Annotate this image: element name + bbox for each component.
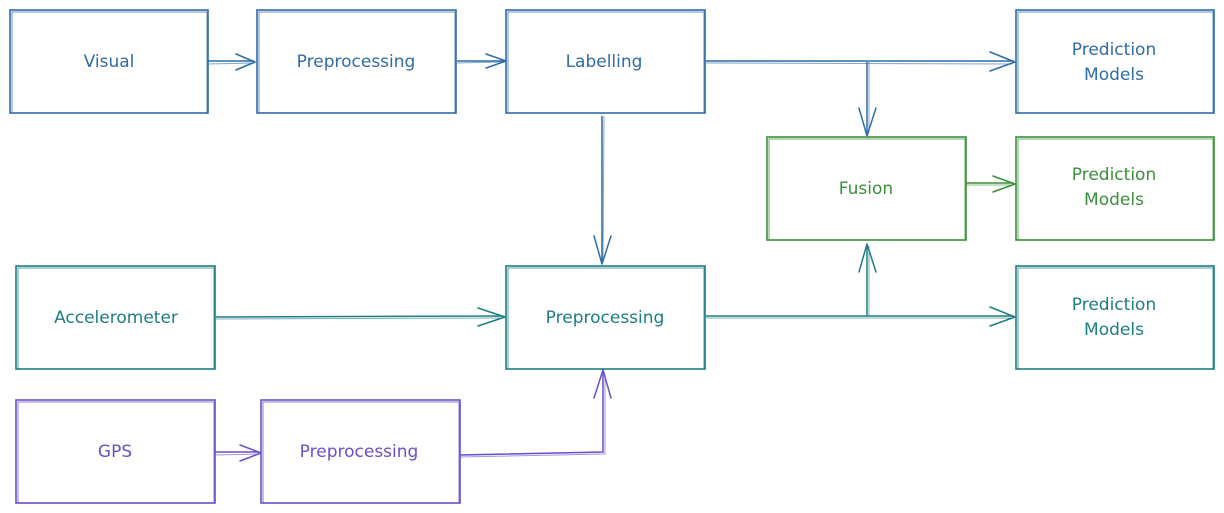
node-visual-preprocessing-label: Preprocessing xyxy=(297,52,416,72)
node-accelerometer-label: Accelerometer xyxy=(54,308,178,328)
edge-fusion-to-prediction-middle xyxy=(966,175,1016,193)
node-sensor-preprocessing-label: Preprocessing xyxy=(546,308,665,328)
node-prediction-models-middle[interactable]: Prediction Models xyxy=(1015,136,1215,241)
nodes: Visual Preprocessing Labelling Predictio… xyxy=(9,9,1215,504)
node-prediction-models-middle-label-2: Models xyxy=(1084,190,1144,210)
node-prediction-models-bottom[interactable]: Prediction Models xyxy=(1015,265,1215,370)
edge-labelling-to-sensor-preprocessing xyxy=(593,115,612,265)
node-gps-preprocessing[interactable]: Preprocessing xyxy=(260,399,461,504)
node-gps[interactable]: GPS xyxy=(15,399,216,504)
edge-labelling-to-prediction-top xyxy=(705,51,1016,72)
node-visual-label: Visual xyxy=(84,52,135,72)
node-prediction-models-middle-label-1: Prediction xyxy=(1072,165,1156,185)
node-visual-preprocessing[interactable]: Preprocessing xyxy=(256,9,457,114)
node-accelerometer[interactable]: Accelerometer xyxy=(15,265,216,370)
edge-labelling-to-fusion xyxy=(858,62,877,137)
node-fusion[interactable]: Fusion xyxy=(766,136,967,241)
node-prediction-models-top-label-1: Prediction xyxy=(1072,40,1156,60)
node-sensor-preprocessing[interactable]: Preprocessing xyxy=(505,265,706,370)
edge-sensor-preprocessing-to-fusion xyxy=(858,243,877,316)
node-visual[interactable]: Visual xyxy=(9,9,209,114)
node-gps-preprocessing-label: Preprocessing xyxy=(300,442,419,462)
node-prediction-models-bottom-label-1: Prediction xyxy=(1072,295,1156,315)
node-prediction-models-bottom-label-2: Models xyxy=(1084,320,1144,340)
edges xyxy=(207,51,1016,462)
node-prediction-models-top[interactable]: Prediction Models xyxy=(1015,9,1215,114)
edge-visual-to-preprocessing xyxy=(207,53,256,71)
node-fusion-label: Fusion xyxy=(839,179,893,199)
edge-gps-preprocessing-to-sensor-preprocessing xyxy=(459,369,612,458)
node-labelling[interactable]: Labelling xyxy=(505,9,706,114)
edge-accelerometer-to-sensor-preprocessing xyxy=(215,307,506,327)
edge-preprocessing-to-labelling xyxy=(456,53,507,69)
edge-sensor-preprocessing-to-prediction-bottom xyxy=(706,306,1016,327)
node-prediction-models-top-label-2: Models xyxy=(1084,65,1144,85)
node-labelling-label: Labelling xyxy=(566,52,643,72)
node-gps-label: GPS xyxy=(98,442,132,462)
edge-gps-to-gps-preprocessing xyxy=(214,444,262,462)
